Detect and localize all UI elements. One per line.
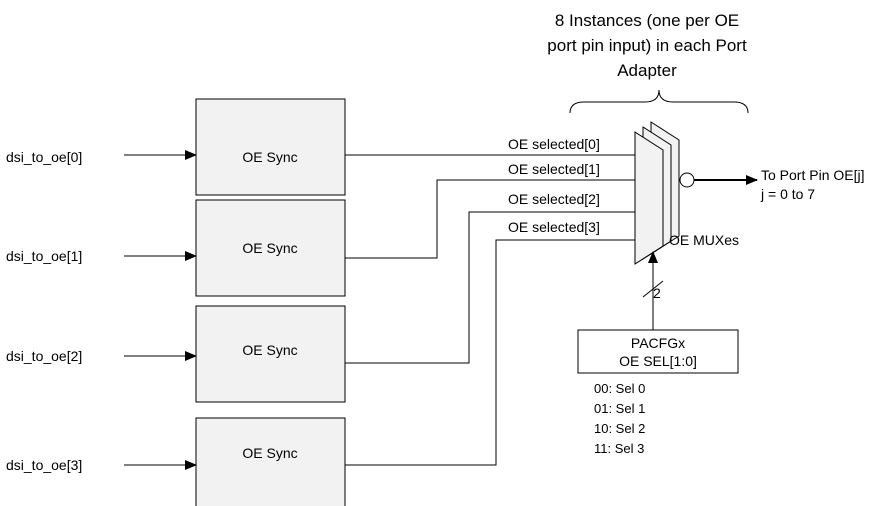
mux-label: OE MUXes [669, 232, 739, 248]
config-register-name: PACFGx [631, 335, 685, 351]
output-range-label: j = 0 to 7 [760, 186, 815, 202]
sel-option-1: 01: Sel 1 [594, 401, 645, 416]
header-line-3: Adapter [617, 61, 677, 80]
oe-sync-block-3 [195, 417, 346, 506]
bus-width-label: 2 [653, 285, 661, 301]
selected-label-0: OE selected[0] [508, 136, 600, 152]
instances-brace [569, 89, 749, 114]
input-label-2: dsi_to_oe[2] [6, 348, 82, 364]
wire-selected-3 [345, 239, 635, 466]
output-label: To Port Pin OE[j] [761, 167, 864, 183]
oe-sync-block-0 [195, 98, 346, 196]
sel-option-2: 10: Sel 2 [594, 421, 645, 436]
oe-sync-label-1: OE Sync [242, 240, 297, 256]
sel-option-3: 11: Sel 3 [594, 441, 644, 456]
inverter-bubble-icon [679, 172, 695, 188]
config-register-field: OE SEL[1:0] [619, 353, 697, 369]
wire-selected-2 [345, 211, 635, 364]
oe-sync-label-2: OE Sync [242, 342, 297, 358]
oe-sync-label-0: OE Sync [242, 149, 297, 165]
input-label-3: dsi_to_oe[3] [6, 457, 82, 473]
mux-shape-front [634, 131, 664, 265]
oe-sync-block-1 [195, 199, 346, 297]
oe-sync-label-3: OE Sync [242, 445, 297, 461]
input-label-1: dsi_to_oe[1] [6, 248, 82, 264]
input-label-0: dsi_to_oe[0] [6, 149, 82, 165]
oe-sync-block-2 [195, 305, 346, 403]
wire-selected-1 [345, 179, 635, 259]
sel-option-0: 00: Sel 0 [594, 381, 645, 396]
selected-label-1: OE selected[1] [508, 161, 600, 177]
header-line-1: 8 Instances (one per OE [555, 11, 739, 30]
selected-label-3: OE selected[3] [508, 219, 600, 235]
bus-width-slash [642, 280, 664, 298]
selected-label-2: OE selected[2] [508, 191, 600, 207]
config-register-box [577, 329, 739, 374]
header-line-2: port pin input) in each Port [547, 36, 747, 55]
